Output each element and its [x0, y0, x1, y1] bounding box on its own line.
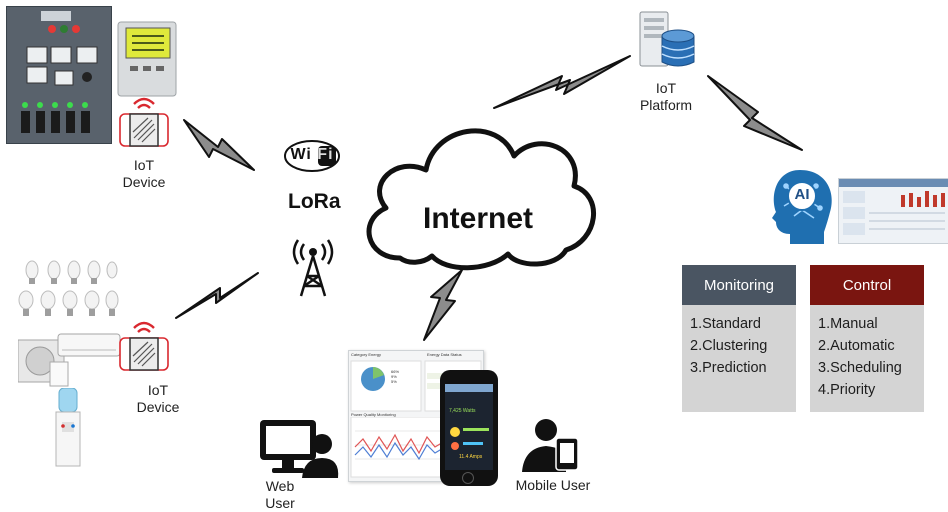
- dashboard-panel-title: Power Quality Monitoring: [351, 412, 396, 417]
- internet-label: Internet: [422, 202, 533, 235]
- monitoring-list: 1.Standard 2.Clustering 3.Prediction: [690, 313, 767, 379]
- phone-readout: 7,425 Watts: [449, 408, 476, 414]
- phone-gauges: [450, 427, 489, 450]
- phone-readout-secondary: 11.4 Amps: [459, 454, 483, 460]
- power-quality-line-chart: [350, 417, 452, 478]
- iot-device-bottom-label: IoT Device: [136, 382, 180, 415]
- iot-platform-label: IoT Platform: [639, 80, 693, 113]
- pie-legend-value: 5%: [391, 379, 397, 384]
- pie-legend-value: 9%: [391, 374, 397, 379]
- ai-head-icon: AI: [764, 166, 838, 246]
- lora-logo: LoRa: [288, 190, 341, 213]
- water-dispenser-drawing: [55, 388, 81, 467]
- monitoring-box: Monitoring 1.Standard 2.Clustering 3.Pre…: [682, 265, 796, 412]
- water-dispenser-image: [48, 388, 88, 468]
- power-meter-drawing: [117, 21, 177, 97]
- lightning-link-device-bottom: [175, 272, 259, 319]
- analytics-dashboard-drawing: [839, 179, 948, 235]
- web-user-drawing: [260, 420, 339, 478]
- iot-device-top-label: IoT Device: [122, 157, 166, 190]
- phone-header-bar: [445, 384, 493, 392]
- mobile-user-icon: [520, 416, 582, 474]
- control-box: Control 1.Manual 2.Automatic 3.Schedulin…: [810, 265, 924, 412]
- wifi-logo-text: Wi Fi: [290, 146, 334, 163]
- dashboard-panel-title: Category Energy: [351, 352, 382, 357]
- iot-device-bottom-icon: [118, 316, 170, 374]
- wifi-logo: Wi Fi: [284, 140, 340, 172]
- phone-home-button: [462, 472, 474, 484]
- control-item: 3.Scheduling: [818, 360, 902, 376]
- iot-device-bottom-drawing: [119, 321, 169, 371]
- iot-device-top-drawing: [119, 97, 169, 147]
- monitoring-item: 1.Standard: [690, 316, 761, 332]
- air-conditioner-drawing: [18, 333, 121, 387]
- smartphone-screen: 7,425 Watts 11.4 Amps: [445, 384, 493, 470]
- lightning-link-platform: [493, 55, 631, 109]
- server-database-drawing: [639, 11, 695, 67]
- wifi-logo-drawing: [284, 140, 340, 172]
- control-item: 2.Automatic: [818, 338, 895, 354]
- ai-badge-text: AI: [794, 186, 810, 203]
- mobile-user-label: Mobile User: [515, 477, 591, 493]
- server-database-icon: [636, 6, 698, 70]
- monitoring-item: 2.Clustering: [690, 338, 768, 354]
- lightning-link-users: [423, 269, 463, 341]
- switchgear-panel-image: [6, 6, 112, 144]
- power-meter-image: [112, 18, 182, 100]
- control-item: 4.Priority: [818, 382, 876, 398]
- mobile-user-drawing: [522, 419, 579, 472]
- monitoring-box-header: Monitoring: [682, 265, 796, 305]
- light-bulbs-image: [16, 258, 120, 324]
- dashboard-panel-title: Energy Data Status: [427, 352, 462, 357]
- lightning-link-device-top: [183, 119, 255, 171]
- iot-device-top-icon: [118, 92, 170, 150]
- web-user-label: Web User: [265, 478, 295, 511]
- monitoring-title: Monitoring: [703, 276, 775, 294]
- monitoring-item: 3.Prediction: [690, 360, 767, 376]
- pie-legend-value: 66%: [391, 369, 400, 374]
- cell-tower-icon: [290, 236, 336, 300]
- control-item: 1.Manual: [818, 316, 878, 332]
- light-bulbs-drawing: [18, 260, 119, 316]
- ai-head-drawing: [772, 170, 832, 244]
- smartphone-image: 7,425 Watts 11.4 Amps: [440, 370, 498, 486]
- lightning-link-ai: [707, 75, 803, 151]
- air-conditioner-image: [18, 330, 122, 388]
- cell-tower-drawing: [292, 239, 334, 297]
- control-list: 1.Manual 2.Automatic 3.Scheduling 4.Prio…: [818, 313, 902, 401]
- web-user-icon: [258, 416, 340, 480]
- internet-cloud: [366, 128, 597, 271]
- control-title: Control: [842, 276, 892, 294]
- switchgear-panel-drawing: [7, 7, 111, 143]
- analytics-dashboard-thumbnail: [838, 178, 948, 244]
- control-box-header: Control: [810, 265, 924, 305]
